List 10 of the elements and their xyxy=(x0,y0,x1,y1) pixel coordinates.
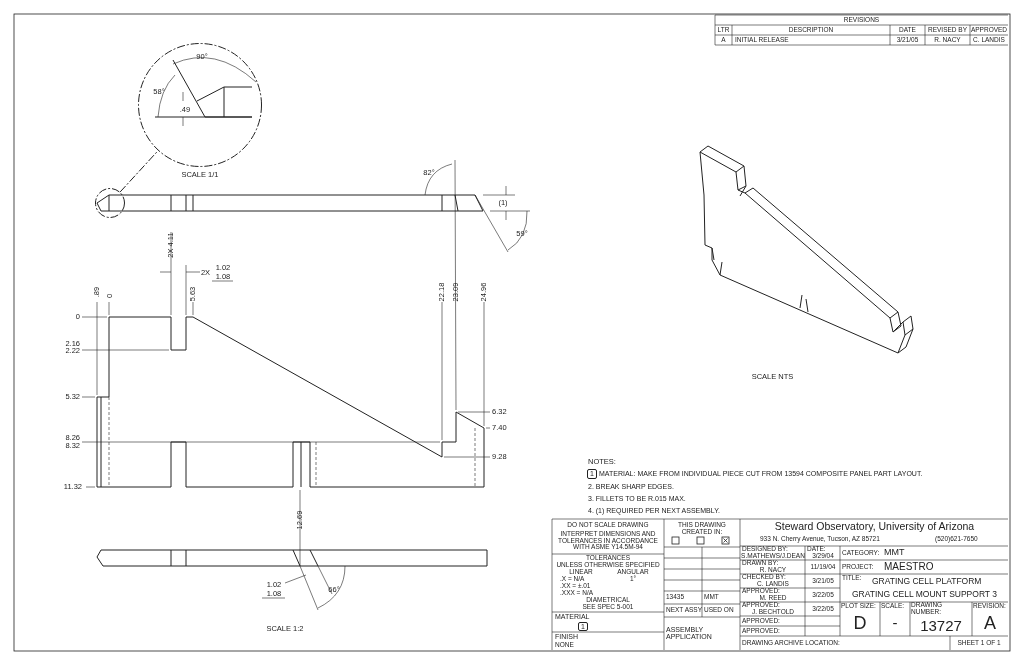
title-block-value: 13727 xyxy=(919,616,963,636)
title-block-value: MAESTRO xyxy=(884,560,935,574)
leader-line xyxy=(119,150,159,193)
organization-name: Steward Observatory, University of Arizona xyxy=(773,520,976,533)
title-block-value: GRATING CELL PLATFORM xyxy=(872,575,983,588)
title-block-value: A xyxy=(983,611,997,635)
title-block-value: - xyxy=(891,613,899,634)
title-block-value: MMT xyxy=(884,546,906,560)
title-block-value: GRATING CELL MOUNT SUPPORT 3 xyxy=(852,588,998,601)
title-block-value: D xyxy=(852,611,868,635)
